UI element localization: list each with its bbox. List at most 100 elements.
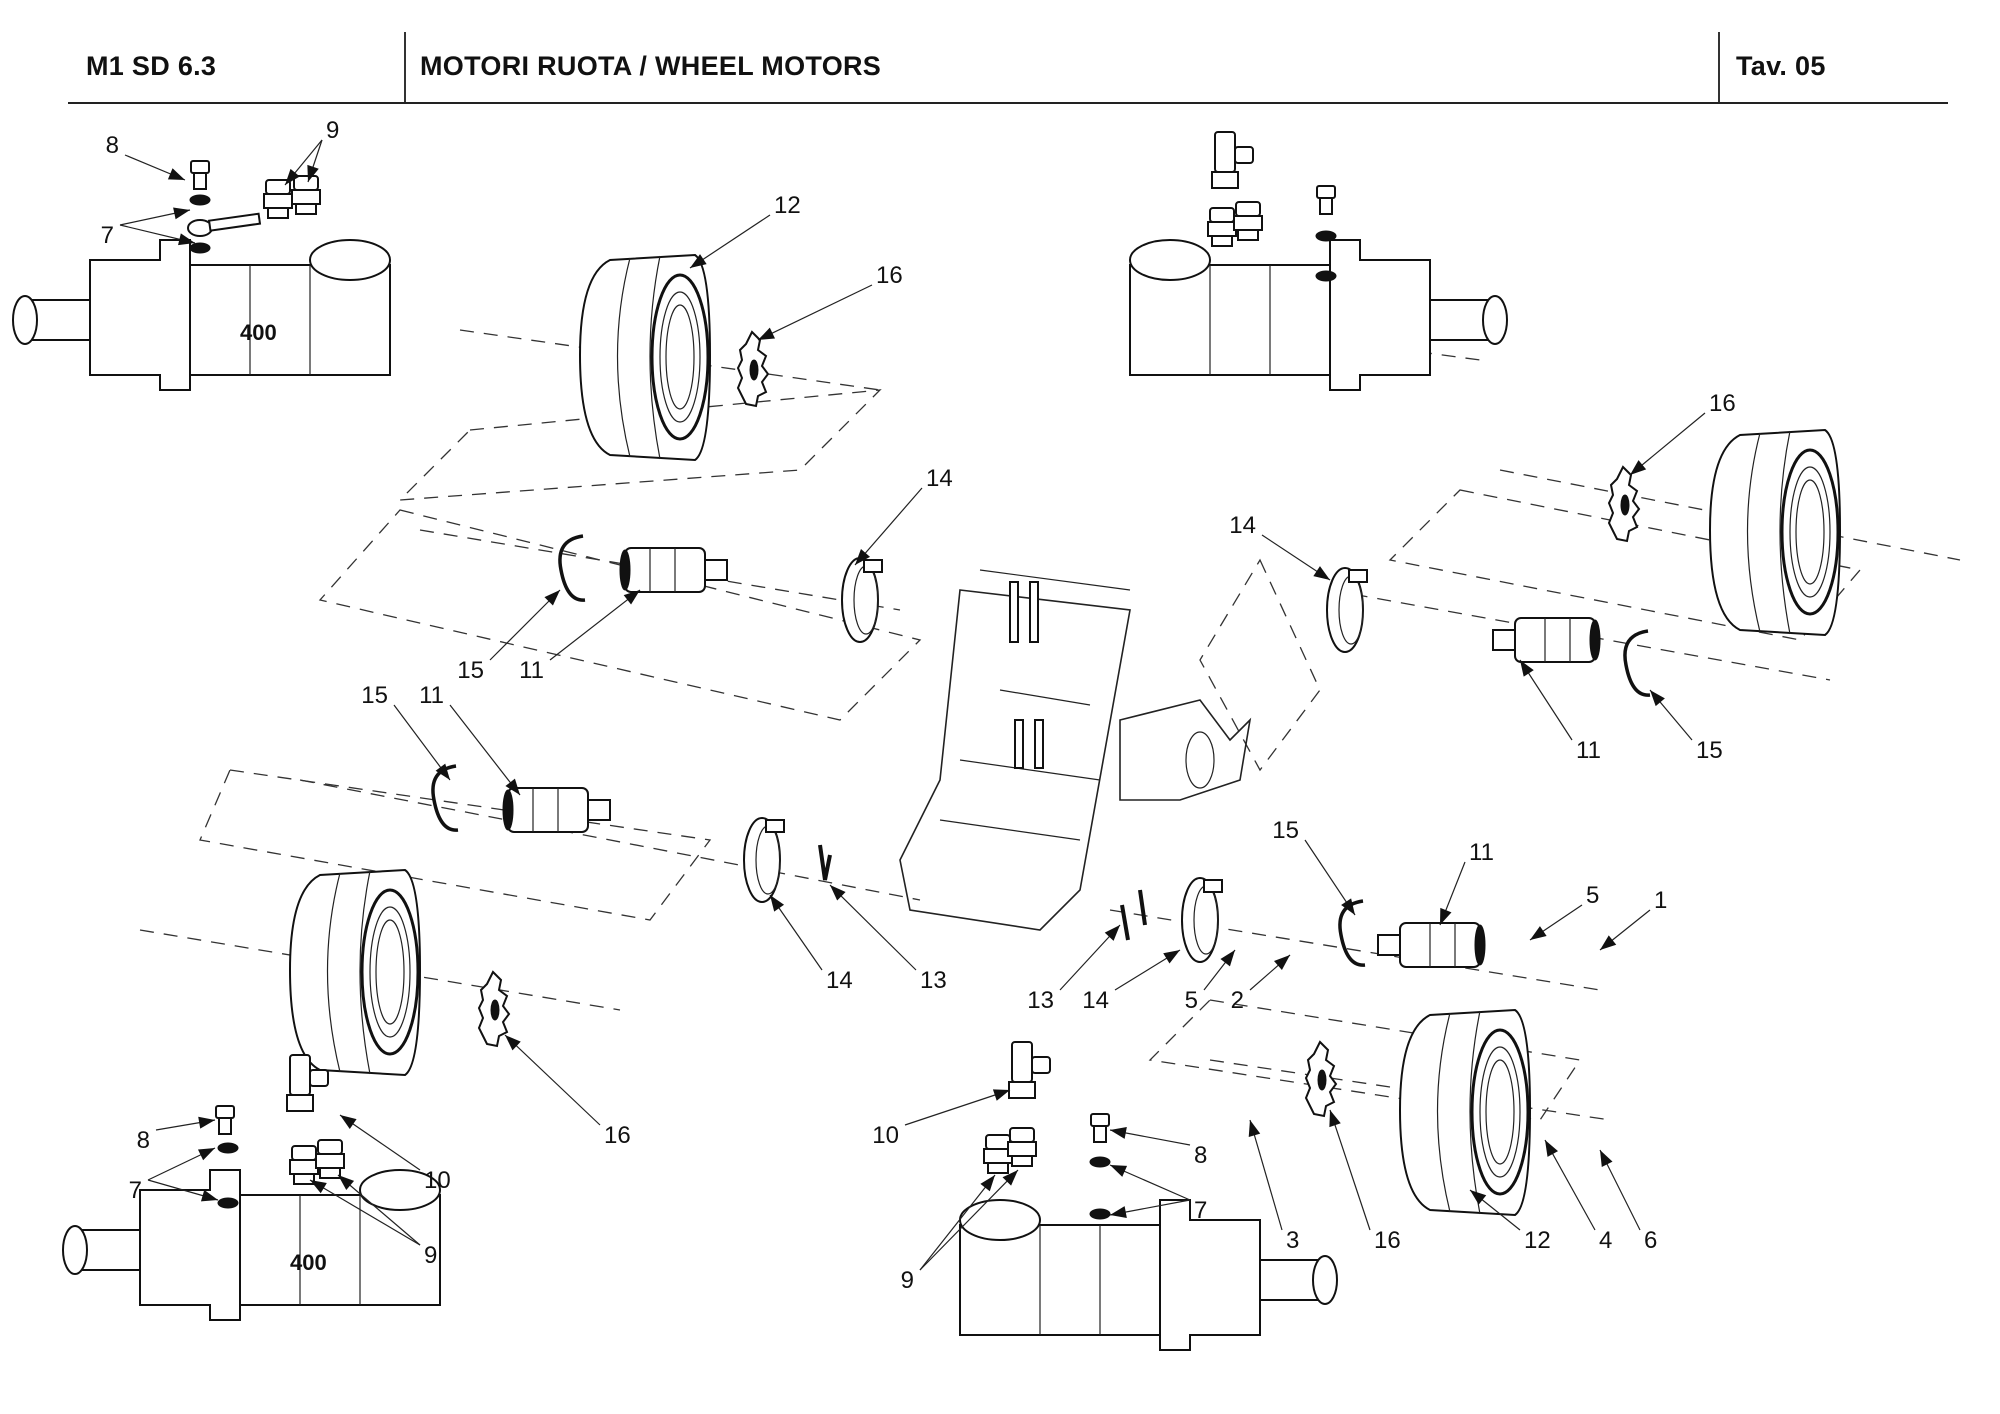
wheel-motor-top-left: 400 bbox=[12, 239, 391, 391]
callout-arrowhead bbox=[980, 1175, 995, 1192]
callout-number: 3 bbox=[1286, 1227, 1299, 1254]
assembly-plane bbox=[398, 389, 882, 501]
wheel-motor bbox=[619, 547, 728, 593]
wheel-motor bbox=[1492, 617, 1601, 663]
callout-leader-line bbox=[904, 1089, 1011, 1126]
callout-arrowhead bbox=[1104, 925, 1120, 941]
callout-leader-line bbox=[549, 589, 641, 661]
header-divider bbox=[1718, 32, 1720, 102]
callout-number: 8 bbox=[1194, 1142, 1207, 1169]
callout-arrowhead bbox=[1248, 1120, 1261, 1138]
callout-arrowhead bbox=[338, 1175, 355, 1190]
callout-number: 4 bbox=[1599, 1227, 1612, 1254]
callout-arrowhead bbox=[855, 548, 871, 565]
callout-leader-line bbox=[1544, 1139, 1596, 1231]
callout-arrowhead bbox=[1630, 460, 1647, 475]
callout-leader-line bbox=[337, 1174, 421, 1246]
seal-washer bbox=[189, 242, 211, 254]
callout-arrowhead bbox=[1002, 1170, 1018, 1186]
callout-number: 8 bbox=[106, 132, 119, 159]
seal-washer bbox=[1089, 1156, 1111, 1168]
callout-number: 11 bbox=[1576, 737, 1601, 764]
callout-arrowhead bbox=[173, 207, 190, 220]
callout-number: 15 bbox=[1696, 737, 1723, 764]
callout-leader-line bbox=[489, 589, 561, 661]
fitting bbox=[315, 1139, 345, 1179]
banjo-fitting bbox=[187, 212, 262, 237]
callout-arrowhead bbox=[285, 168, 300, 185]
axis-line bbox=[299, 779, 921, 901]
callout-number: 16 bbox=[876, 262, 903, 289]
seal-washer bbox=[1315, 230, 1337, 242]
banjo-bolt bbox=[190, 160, 210, 190]
sprocket-hub bbox=[1608, 466, 1640, 542]
assembly-plane bbox=[318, 509, 922, 721]
callout-arrowhead bbox=[505, 1035, 521, 1051]
callout-arrowhead bbox=[198, 1116, 215, 1129]
spacer bbox=[818, 844, 832, 881]
callout-number: 16 bbox=[1709, 390, 1736, 417]
callout-leader-line bbox=[449, 704, 521, 796]
sheet-number: Tav. 05 bbox=[1736, 50, 1826, 81]
callout-arrowhead bbox=[167, 168, 185, 180]
callout-arrowhead bbox=[1600, 1150, 1613, 1167]
callout-arrowhead bbox=[200, 1189, 218, 1202]
fitting bbox=[1233, 201, 1263, 241]
retaining-ring bbox=[1623, 629, 1652, 697]
hub-flange bbox=[743, 817, 785, 903]
callout-arrowhead bbox=[1545, 1140, 1559, 1157]
callout-number: 10 bbox=[872, 1122, 899, 1149]
callout-arrowhead bbox=[310, 1180, 327, 1194]
callout-arrowhead bbox=[1329, 1110, 1341, 1128]
callout-number: 8 bbox=[137, 1127, 150, 1154]
axis-line bbox=[1499, 469, 1961, 561]
callout-number: 10 bbox=[424, 1167, 451, 1194]
fitting bbox=[291, 175, 321, 215]
callout-arrowhead bbox=[770, 895, 785, 912]
callout-leader-line bbox=[757, 284, 873, 341]
callout-number: 2 bbox=[1231, 987, 1244, 1014]
callout-leader-line bbox=[854, 487, 923, 566]
seal-washer bbox=[1089, 1208, 1111, 1220]
hub-flange bbox=[1326, 567, 1368, 653]
callout-arrowhead bbox=[1110, 1165, 1128, 1177]
callout-arrowhead bbox=[992, 1089, 1010, 1101]
callout-arrowhead bbox=[1470, 1190, 1487, 1205]
seal-washer bbox=[217, 1197, 239, 1209]
seal-washer bbox=[1315, 270, 1337, 282]
spacer bbox=[1120, 904, 1130, 941]
callout-arrowhead bbox=[544, 590, 560, 606]
assembly-plane bbox=[1199, 558, 1321, 772]
callout-arrowhead bbox=[1274, 955, 1290, 971]
callout-arrowhead bbox=[340, 1115, 357, 1130]
fitting bbox=[1007, 1127, 1037, 1167]
callout-arrowhead bbox=[178, 233, 195, 246]
callout-arrowhead bbox=[197, 1148, 215, 1161]
callout-number: 6 bbox=[1644, 1227, 1657, 1254]
callout-number: 12 bbox=[774, 192, 801, 219]
callout-arrowhead bbox=[307, 164, 319, 182]
banjo-bolt bbox=[215, 1105, 235, 1135]
callout-arrowhead bbox=[1110, 1127, 1127, 1139]
callout-arrowhead bbox=[1220, 950, 1235, 967]
callout-number: 11 bbox=[419, 682, 444, 709]
callout-number: 14 bbox=[1229, 512, 1256, 539]
header-divider bbox=[404, 32, 406, 102]
callout-number: 5 bbox=[1586, 882, 1599, 909]
callout-arrowhead bbox=[435, 763, 450, 780]
callout-number: 9 bbox=[901, 1267, 914, 1294]
callout-number: 7 bbox=[129, 1177, 142, 1204]
title-block: M1 SD 6.3 MOTORI RUOTA / WHEEL MOTORS Ta… bbox=[68, 30, 1948, 104]
callout-arrowhead bbox=[1530, 926, 1547, 940]
callout-leader-line bbox=[919, 1174, 996, 1271]
chassis-frame bbox=[899, 569, 1252, 931]
callout-number: 13 bbox=[1027, 987, 1054, 1014]
callout-leader-line bbox=[919, 1169, 1019, 1271]
callout-leader-line bbox=[1629, 412, 1706, 476]
hub-flange bbox=[1181, 877, 1223, 963]
callout-number: 12 bbox=[1524, 1227, 1551, 1254]
callout-arrowhead bbox=[623, 590, 640, 605]
callout-number: 11 bbox=[1469, 839, 1494, 866]
wheel bbox=[578, 253, 712, 462]
